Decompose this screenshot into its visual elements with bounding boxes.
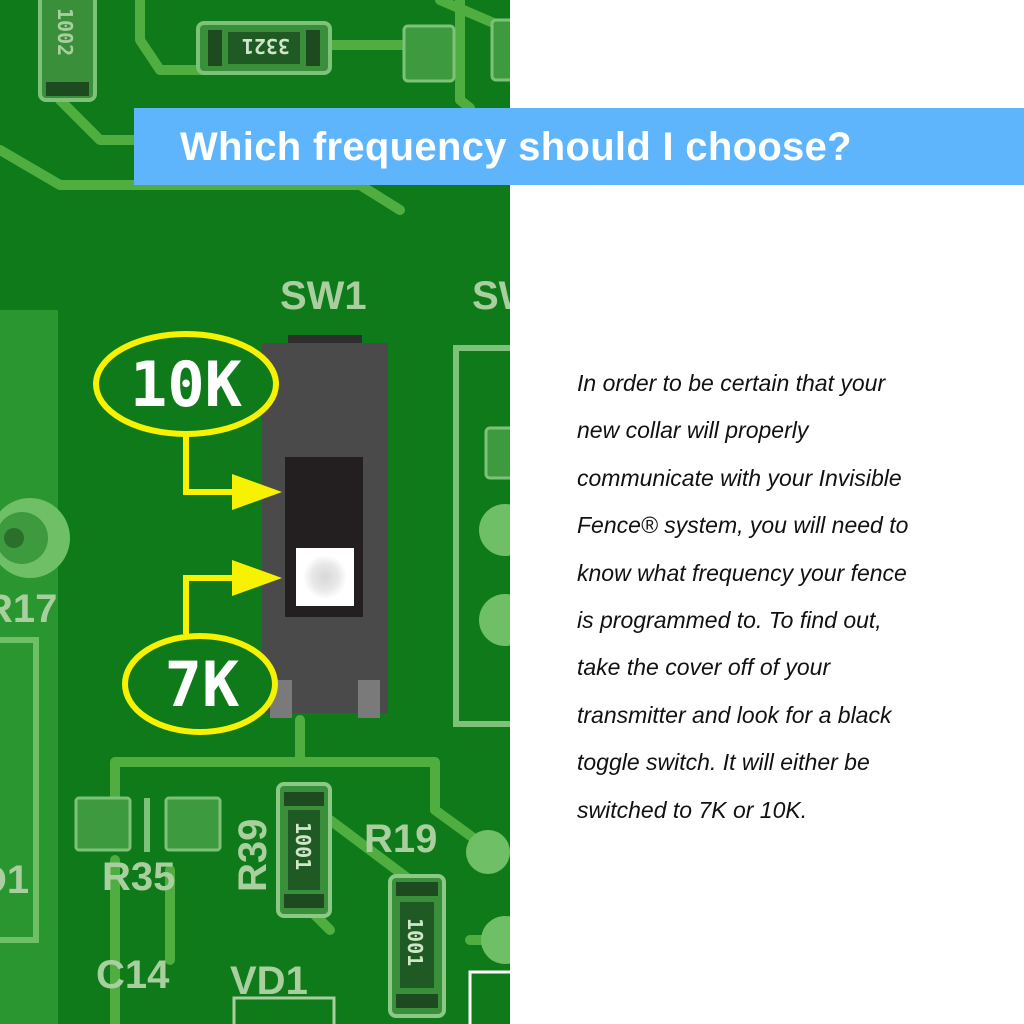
callout-10k: 10K — [93, 331, 282, 510]
description-line: is programmed to. To find out, — [577, 607, 882, 634]
resistor-1002-label: 1002 — [53, 8, 77, 56]
description-line: communicate with your Invisible — [577, 464, 902, 491]
via-4 — [481, 916, 510, 964]
label-r39: R39 — [231, 819, 275, 892]
label-sw1: SW1 — [280, 274, 367, 318]
description-line: In order to be certain that your — [577, 370, 886, 396]
bottom-right-outline — [468, 970, 510, 1024]
description-line: Fence® system, you will need to — [577, 512, 909, 539]
sw2-outline — [453, 345, 510, 727]
label-r35: R35 — [102, 855, 175, 899]
resistor-3321: 3321 — [196, 21, 332, 75]
resistor-r39: 1001 — [276, 782, 332, 918]
description-line: toggle switch. It will either be — [577, 749, 870, 776]
r35-pad-left — [74, 796, 132, 852]
sw1-slide-switch — [262, 335, 388, 718]
left-copper-pad — [0, 310, 58, 1024]
label-c14: C14 — [96, 953, 170, 997]
resistor-r39-label: 1001 — [291, 822, 315, 870]
callout-7k-label: 7K — [165, 648, 240, 721]
description-line: new collar will properly — [577, 417, 809, 444]
description-line: take the cover off of your — [577, 654, 831, 681]
description-line: transmitter and look for a black — [577, 701, 892, 728]
page-title: Which frequency should I choose? — [180, 124, 852, 169]
label-r19: R19 — [364, 817, 437, 861]
description-line: know what frequency your fence — [577, 559, 907, 586]
switch-knob-dimple — [303, 555, 347, 599]
sw2-pad — [484, 426, 510, 480]
title-banner: Which frequency should I choose? — [134, 108, 1024, 185]
r35-pad-right — [164, 796, 222, 852]
callout-10k-label: 10K — [130, 348, 243, 421]
label-d1-partial: D1 — [0, 858, 29, 902]
resistor-1002: 1002 — [38, 0, 97, 102]
switch-leg-right — [358, 680, 380, 718]
description-text: In order to be certain that your new col… — [577, 360, 977, 834]
resistor-r19: 1001 — [388, 874, 446, 1018]
pad-top-1 — [402, 24, 456, 83]
vd1-outline — [232, 996, 336, 1024]
resistor-3321-label: 3321 — [242, 34, 290, 58]
label-sw-partial: SW — [472, 274, 510, 318]
description-line: switched to 7K or 10K. — [577, 796, 808, 823]
r35-divider — [144, 798, 150, 852]
via-3 — [466, 830, 510, 874]
label-vd1: VD1 — [230, 959, 308, 1003]
via-1 — [479, 504, 510, 556]
left-component-outline — [0, 637, 39, 943]
resistor-r19-label: 1001 — [403, 918, 427, 966]
pad-top-2 — [490, 18, 510, 82]
callout-7k: 7K — [122, 560, 282, 735]
label-r17: R17 — [0, 587, 57, 631]
screw-left — [0, 498, 70, 578]
via-2 — [479, 594, 510, 646]
